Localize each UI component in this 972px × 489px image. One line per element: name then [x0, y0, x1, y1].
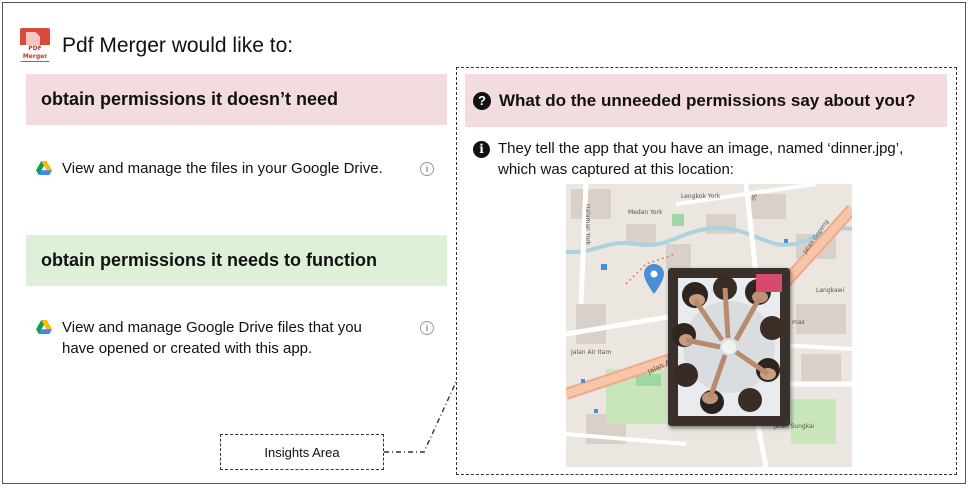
- map-pin-icon: [644, 264, 664, 294]
- unneeded-permissions-title: obtain permissions it doesn’t need: [41, 89, 339, 109]
- needed-permissions-header: obtain permissions it needs to function: [26, 235, 447, 286]
- insights-area-label: Insights Area: [220, 434, 384, 470]
- google-drive-icon: [36, 161, 52, 175]
- map-label: mas: [792, 319, 805, 326]
- needed-permissions-title: obtain permissions it needs to function: [41, 250, 378, 270]
- map-label: Sc: [750, 194, 757, 201]
- insight-text: They tell the app that you have an image…: [498, 138, 948, 180]
- question-icon: ?: [473, 91, 491, 110]
- google-drive-icon: [36, 320, 52, 334]
- photo-graphic: [670, 270, 788, 424]
- group-photo-thumbnail[interactable]: [668, 268, 790, 426]
- insights-title: What do the unneeded permissions say abo…: [499, 90, 916, 110]
- insight-text-line2: which was captured at this location:: [498, 161, 734, 178]
- permission-item-drive-app-files: View and manage Google Drive files that …: [36, 317, 436, 361]
- info-icon[interactable]: i: [420, 162, 434, 176]
- app-title: Pdf Merger would like to:: [62, 34, 294, 57]
- insights-area-label-text: Insights Area: [264, 444, 340, 460]
- unneeded-permissions-header: obtain permissions it doesn’t need: [26, 74, 447, 125]
- insight-text-line1: They tell the app that you have an image…: [498, 140, 904, 157]
- permission-text: View and manage the files in your Google…: [62, 160, 383, 177]
- map-label: Jalan Sungkai: [773, 423, 815, 430]
- info-icon: i: [473, 141, 490, 158]
- insights-connector-line: [384, 381, 457, 453]
- permission-text-line2: have opened or created with this app.: [62, 340, 313, 357]
- insights-area: [456, 67, 957, 475]
- insights-header: ? What do the unneeded permissions say a…: [465, 74, 947, 127]
- dialog-frame: [2, 2, 966, 484]
- map-label: Langkawi: [816, 287, 845, 294]
- map-label: Halaman York: [584, 204, 591, 246]
- app-icon-caption: PDF Merger: [20, 45, 50, 61]
- map-label: Jalan Air Itam: [570, 349, 611, 356]
- map-label: Lengkok York: [681, 193, 721, 200]
- permission-text-line1: View and manage Google Drive files that …: [62, 319, 362, 336]
- map-label: Medan York: [628, 209, 663, 216]
- info-icon[interactable]: i: [420, 321, 434, 335]
- pdf-merger-app-icon: PDF Merger: [20, 28, 50, 62]
- permission-item-drive-full: View and manage the files in your Google…: [36, 158, 436, 180]
